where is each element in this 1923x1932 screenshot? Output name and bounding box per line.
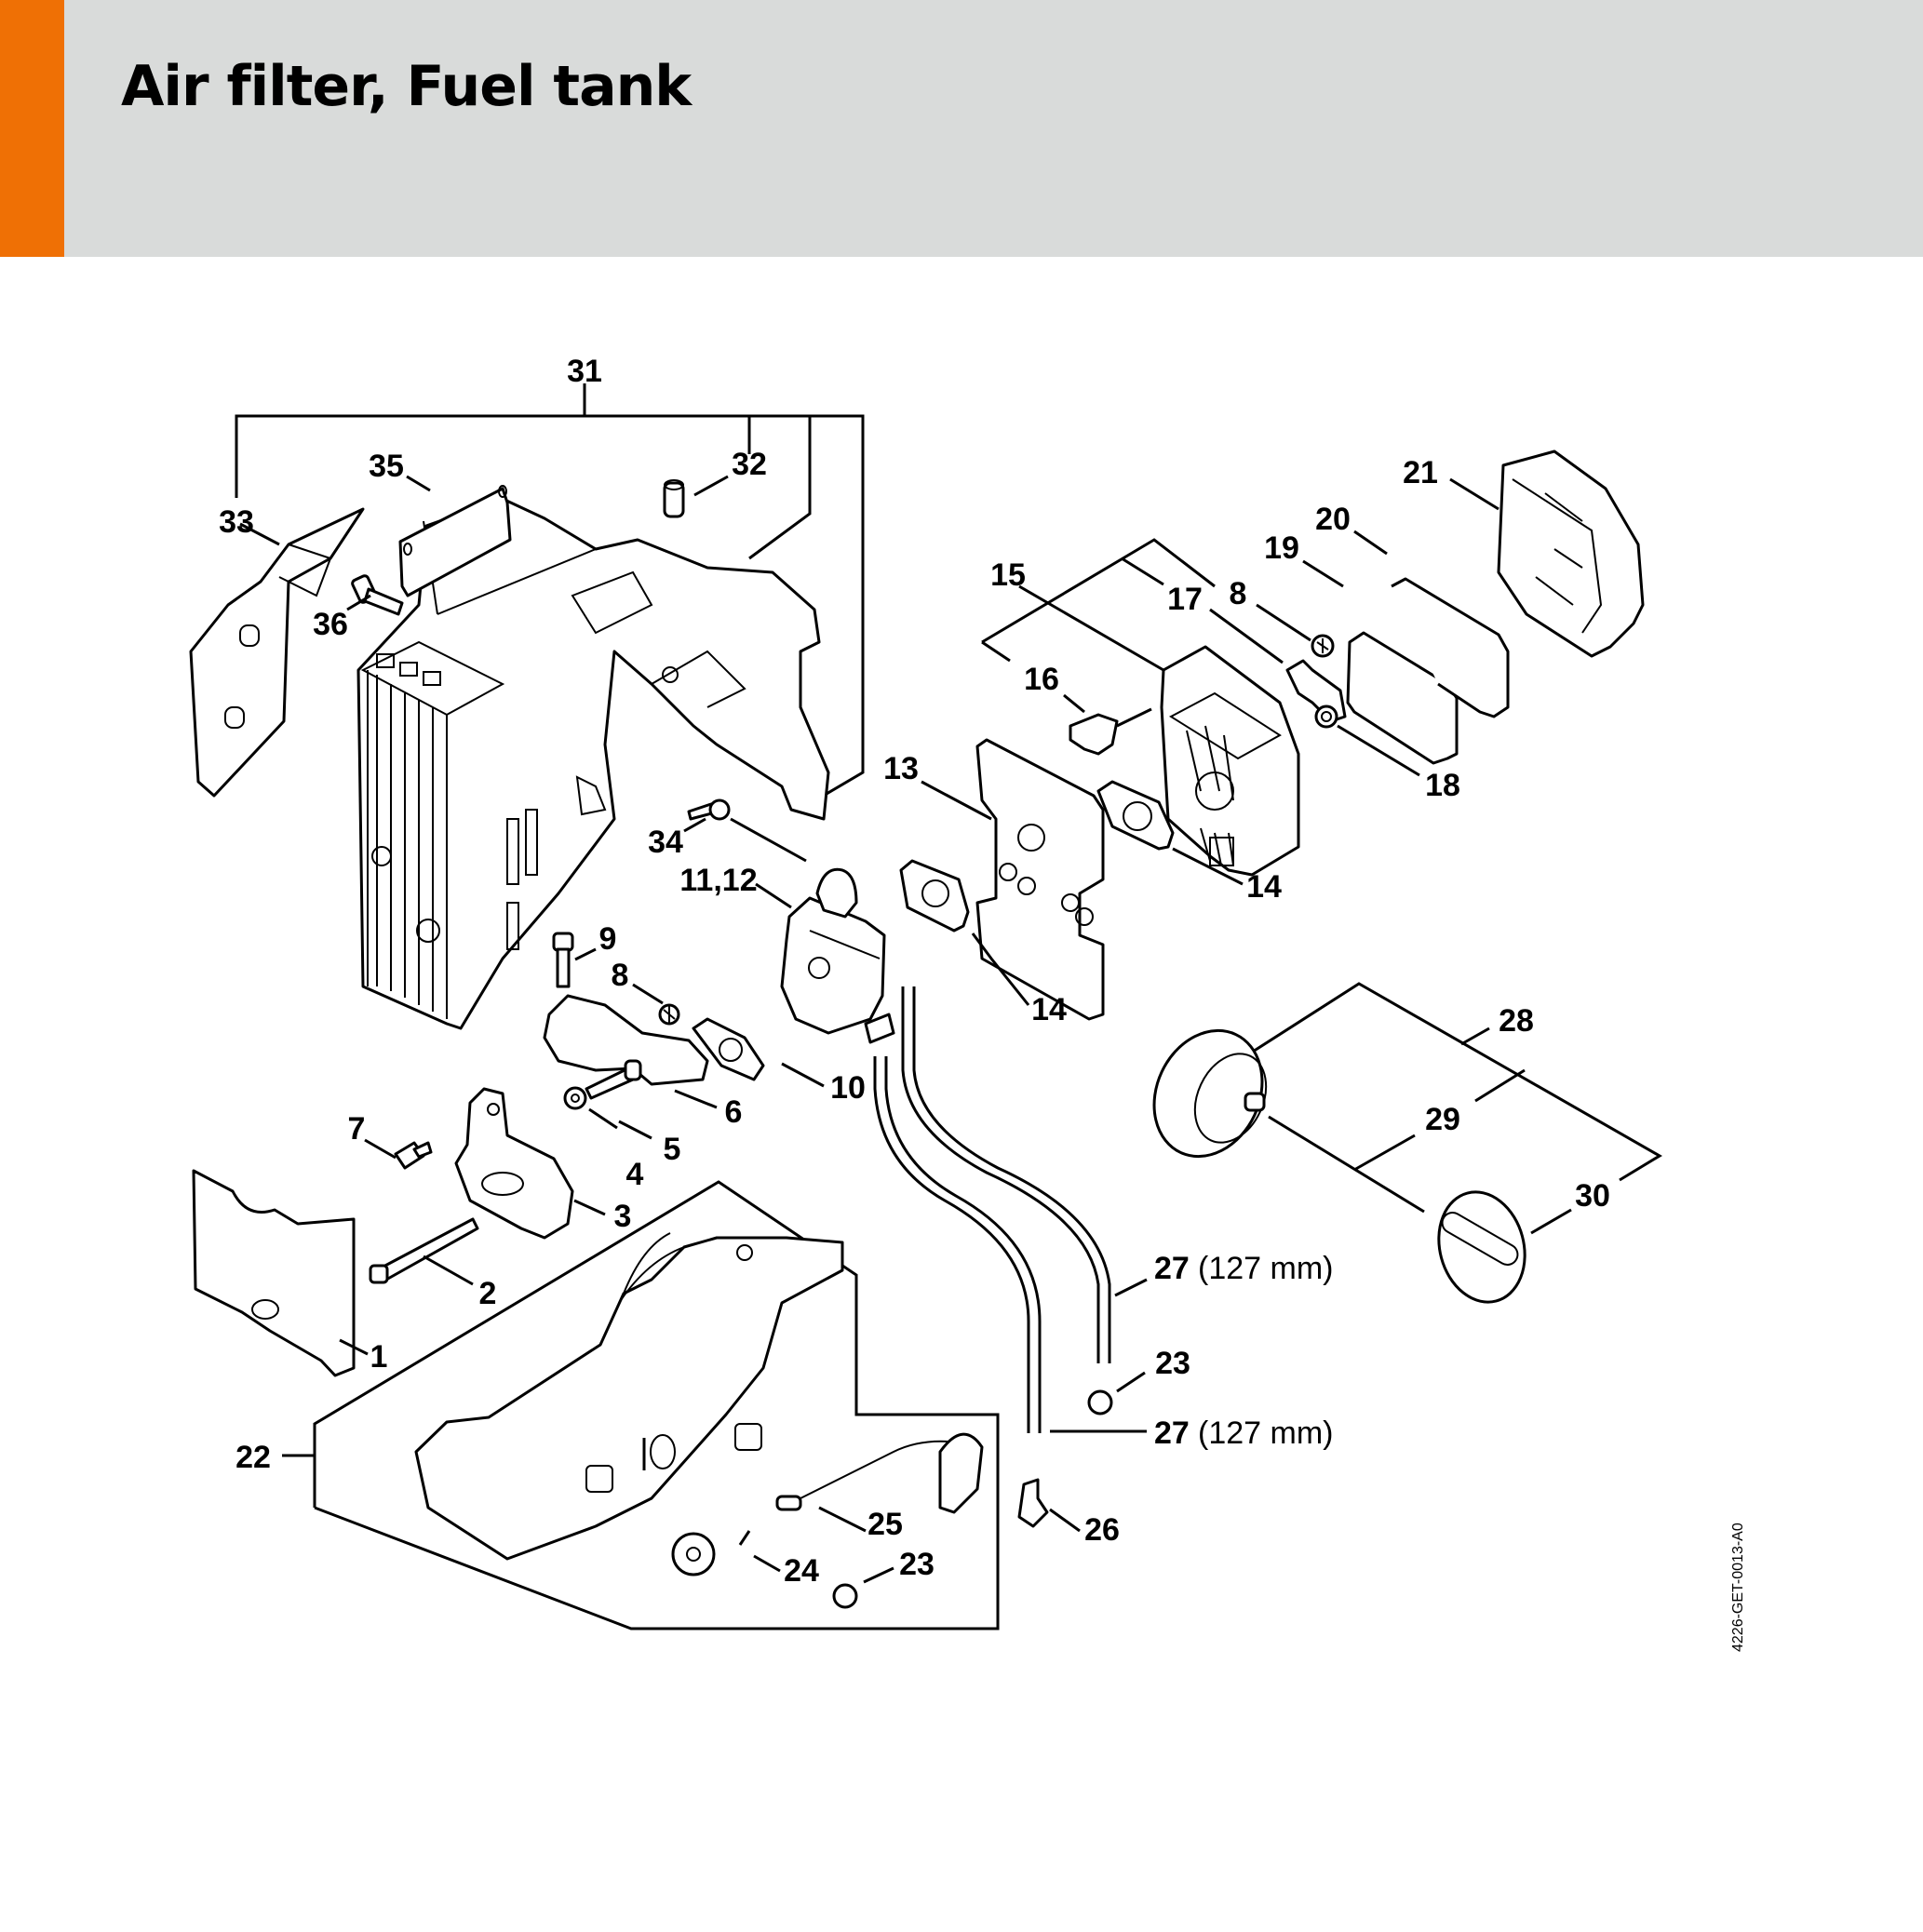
- reference-code: 4226-GET-0013-A0: [1730, 1523, 1746, 1652]
- callout-14-upper: 14: [1246, 869, 1282, 905]
- callout-23-lower: 23: [899, 1547, 935, 1582]
- air-filter-cover-part-21: [1449, 449, 1645, 658]
- screw-part-7: [364, 1138, 433, 1170]
- screw-part-34: [683, 798, 807, 863]
- callout-31: 31: [567, 354, 602, 389]
- tank-cap-part-28: [1152, 1028, 1268, 1159]
- pin-part-29: [1268, 1115, 1425, 1214]
- screw-part-5: [585, 1059, 652, 1140]
- choke-lever-part-16: [1063, 693, 1152, 756]
- carburetor-part-11-12: [755, 867, 895, 1044]
- callout-33: 33: [219, 504, 254, 540]
- baffle-plate-part-13: [921, 738, 1105, 1021]
- callout-7: 7: [348, 1111, 366, 1147]
- page-title: Air filter, Fuel tank: [121, 54, 692, 119]
- callout-18: 18: [1425, 768, 1460, 803]
- callout-8-lower: 8: [612, 958, 629, 993]
- callout-25: 25: [867, 1507, 903, 1542]
- fuel-hose-part-27: [873, 986, 1148, 1433]
- group-bracket-31: [235, 383, 865, 808]
- callout-16: 16: [1024, 662, 1059, 697]
- callout-36: 36: [313, 607, 348, 642]
- callout-28: 28: [1499, 1003, 1534, 1039]
- callout-27-lower: 27: [1154, 1415, 1190, 1451]
- nut-part-8-upper: [1256, 603, 1335, 658]
- gasket-part-1: [192, 1169, 369, 1377]
- nut-part-18: [1314, 704, 1420, 777]
- callout-17: 17: [1167, 582, 1203, 617]
- callout-14-lower: 14: [1031, 992, 1067, 1027]
- grommet-part-23-lower: [832, 1566, 894, 1609]
- callout-2: 2: [479, 1276, 497, 1311]
- throttle-bracket-part-6: [543, 994, 718, 1109]
- callout-11-12: 11,12: [679, 863, 757, 898]
- nut-part-8-lower: [632, 983, 680, 1026]
- callout-3: 3: [614, 1199, 632, 1234]
- fuel-tank-part-22: [414, 1232, 844, 1561]
- gasket-part-14-lower: [899, 859, 1030, 1006]
- primer-part-24: [671, 1530, 781, 1576]
- flange-part-3: [454, 1087, 606, 1240]
- group-bracket-22: [282, 1180, 1000, 1630]
- callout-8-upper: 8: [1230, 576, 1247, 611]
- screw-part-2: [369, 1217, 479, 1286]
- filter-element-part-19: [1302, 559, 1459, 765]
- grommet-part-23-upper: [1087, 1371, 1146, 1415]
- callout-24: 24: [784, 1553, 819, 1589]
- shroud-part-31: [356, 497, 830, 1030]
- screw-part-9: [552, 932, 597, 988]
- callout-34: 34: [648, 825, 683, 860]
- filter-base-part-15: [1160, 645, 1300, 877]
- washer-part-4: [563, 1086, 618, 1130]
- sleeve-part-32: [663, 475, 729, 518]
- gasket-part-14-upper: [1096, 780, 1244, 886]
- callout-9: 9: [599, 921, 617, 957]
- callout-21: 21: [1403, 455, 1438, 490]
- callout-1: 1: [370, 1339, 388, 1375]
- callout-32: 32: [732, 447, 767, 482]
- group-bracket-28: [1242, 982, 1662, 1182]
- accent-bar: [0, 0, 64, 257]
- cover-part-33: [189, 507, 365, 798]
- callout-20: 20: [1315, 502, 1351, 537]
- callout-15: 15: [990, 557, 1026, 593]
- group-bracket-15: [981, 538, 1216, 672]
- elbow-connector-part-26: [1017, 1478, 1081, 1533]
- callout-35: 35: [369, 449, 404, 484]
- plate-part-35: [398, 475, 512, 597]
- tab-part-30: [1437, 1190, 1572, 1304]
- prefilter-part-20: [1353, 530, 1510, 718]
- page-header: Air filter, Fuel tank: [0, 0, 1923, 257]
- callout-22: 22: [235, 1440, 271, 1475]
- callout-13: 13: [883, 751, 919, 786]
- callout-27-upper: 27: [1154, 1251, 1190, 1286]
- callout-29: 29: [1425, 1102, 1460, 1137]
- callout-27-upper-length: (127 mm): [1198, 1251, 1333, 1286]
- callout-19: 19: [1264, 530, 1299, 566]
- callout-23-upper: 23: [1155, 1346, 1190, 1381]
- screw-part-36: [346, 574, 404, 616]
- fuel-pickup-part-25: [775, 1432, 984, 1533]
- callout-4: 4: [626, 1157, 644, 1192]
- gasket-part-10: [692, 1017, 825, 1088]
- callout-26: 26: [1084, 1512, 1120, 1548]
- callout-5: 5: [664, 1132, 681, 1167]
- callout-27-lower-length: (127 mm): [1198, 1415, 1333, 1451]
- callout-10: 10: [830, 1070, 866, 1106]
- callout-30: 30: [1575, 1178, 1610, 1214]
- callout-6: 6: [725, 1094, 743, 1130]
